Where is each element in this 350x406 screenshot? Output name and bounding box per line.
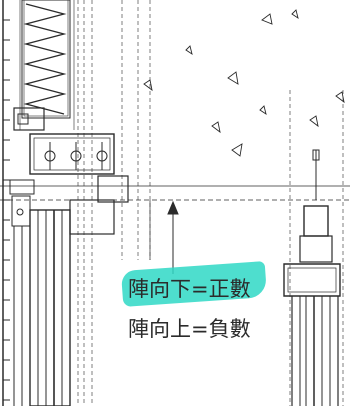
- direction-arrow: [167, 200, 179, 274]
- note-downward-positive: 陣向下=正數: [128, 277, 251, 301]
- ruler-ticks: [2, 0, 10, 406]
- glazing-frame: [13, 199, 115, 406]
- right-profile: [283, 149, 341, 406]
- datum-lines: [0, 185, 350, 260]
- dashed-guides: [77, 0, 344, 406]
- note-upward-negative: 陣向上=負數: [128, 317, 251, 341]
- mullion-bracket: [9, 107, 129, 227]
- insulation-panel: [19, 0, 75, 130]
- concrete-hatch: [143, 9, 345, 157]
